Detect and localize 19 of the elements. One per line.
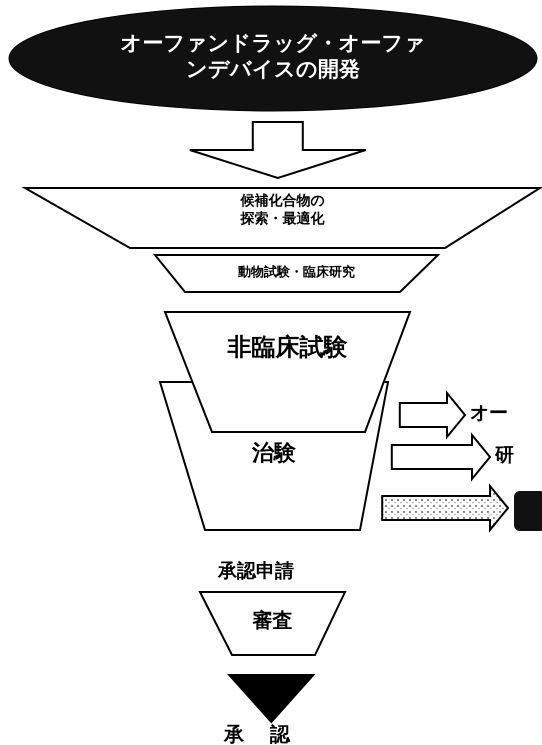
stage-label: オー [470, 402, 509, 426]
stage-label: 非臨床試験 [226, 332, 348, 362]
block-arrow [381, 483, 510, 533]
stage-label: 承認 [222, 722, 317, 745]
block-arrow [390, 432, 492, 482]
stage-label: 審査 [252, 608, 294, 633]
stage-trapezoid [165, 312, 410, 432]
title-ellipse [8, 5, 538, 112]
title-text: オーファンドラッグ・オーファンデバイスの開発 [120, 30, 426, 82]
stage-trapezoid [155, 255, 438, 292]
stage-trapezoid [200, 592, 345, 655]
stage-label: 研 [495, 444, 515, 468]
dark-box [513, 490, 542, 532]
stage-label: 動物試験・臨床研究 [237, 265, 356, 282]
step-label: 承認申請 [218, 559, 294, 584]
triangle-arrow [227, 674, 316, 724]
stage-label: 治験 [250, 440, 297, 468]
block-arrow [398, 390, 466, 440]
block-arrow [188, 121, 367, 180]
